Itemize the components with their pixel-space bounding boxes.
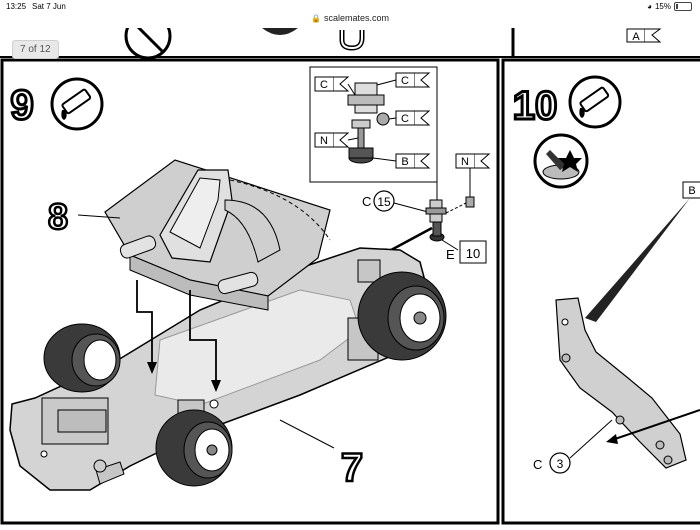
lock-icon: 🔒 (311, 14, 321, 23)
paint-icon (533, 133, 589, 189)
callout-flag-c2: C (376, 72, 431, 88)
address-bar[interactable]: 🔒scalemates.com (0, 13, 700, 23)
wheel-fragment (262, 28, 298, 35)
svg-text:10: 10 (466, 246, 480, 261)
step9-panel (0, 58, 500, 525)
small-strut-part (425, 196, 475, 242)
page-indicator: 7 of 12 (12, 40, 59, 59)
part-flag-b: B (682, 181, 700, 199)
callout-flag-b: B (372, 153, 431, 169)
part-flag-n: N (455, 153, 491, 197)
svg-text:C: C (401, 113, 409, 125)
top-strip: A (0, 12, 700, 60)
status-time: 13:25 (6, 2, 27, 11)
battery-status: ◕ 15% (647, 2, 692, 11)
svg-text:10: 10 (513, 84, 558, 128)
detail-callout-box: C C C N B (309, 66, 438, 200)
front-left-wheel (43, 323, 121, 393)
seat-guide-arrows (136, 280, 221, 392)
rear-wheel (357, 271, 447, 361)
glue-icon (50, 77, 104, 131)
svg-text:C: C (401, 75, 409, 87)
step-number-fragment (339, 30, 365, 51)
seat-subassembly (104, 159, 331, 311)
instruction-manual-page: A 9 C C (0, 12, 700, 525)
part-c15-callout: C 15 (362, 190, 429, 213)
no-glue-icon (124, 12, 172, 60)
svg-text:B: B (401, 156, 408, 168)
svg-text:7: 7 (341, 446, 363, 490)
guide-beam (585, 198, 690, 322)
bracket-part (555, 297, 687, 469)
svg-text:B: B (688, 185, 695, 197)
svg-text:E: E (446, 247, 455, 262)
part-arrow-step10 (611, 409, 700, 441)
svg-text:C: C (362, 194, 371, 209)
front-right-wheel (155, 409, 233, 487)
status-bar: 13:25 Sat 7 Jun 🔒scalemates.com ◕ 15% (0, 0, 700, 28)
part-e10-callout: E 10 (441, 239, 487, 264)
address-url: scalemates.com (323, 13, 389, 23)
step9-number: 9 (9, 80, 35, 130)
wifi-icon: ◕ (647, 2, 652, 11)
status-date: Sat 7 Jun (32, 2, 66, 11)
svg-text:C: C (320, 79, 328, 91)
svg-text:15: 15 (377, 195, 391, 209)
step10-number: 10 (511, 83, 559, 130)
svg-text:N: N (461, 156, 469, 168)
svg-text:8: 8 (48, 196, 68, 237)
svg-text:3: 3 (557, 457, 564, 471)
callout-flag-n: N (314, 132, 359, 148)
glue-icon-step10 (568, 75, 622, 129)
battery-icon (674, 2, 692, 11)
svg-text:9: 9 (10, 81, 33, 128)
svg-text:C: C (533, 457, 542, 472)
assembly-label-7: 7 (279, 419, 364, 491)
part-callout-a: A (626, 28, 662, 43)
step10-panel (501, 58, 700, 525)
svg-text:N: N (320, 135, 328, 147)
part-label-a: A (632, 31, 640, 43)
part-c3-callout: C 3 (533, 419, 613, 474)
detail-part-drawing (347, 82, 390, 164)
callout-flag-c1: C (314, 76, 356, 96)
battery-label: 15% (654, 2, 671, 11)
callout-flag-c3: C (388, 110, 431, 126)
subassembly-label-8: 8 (47, 195, 121, 238)
